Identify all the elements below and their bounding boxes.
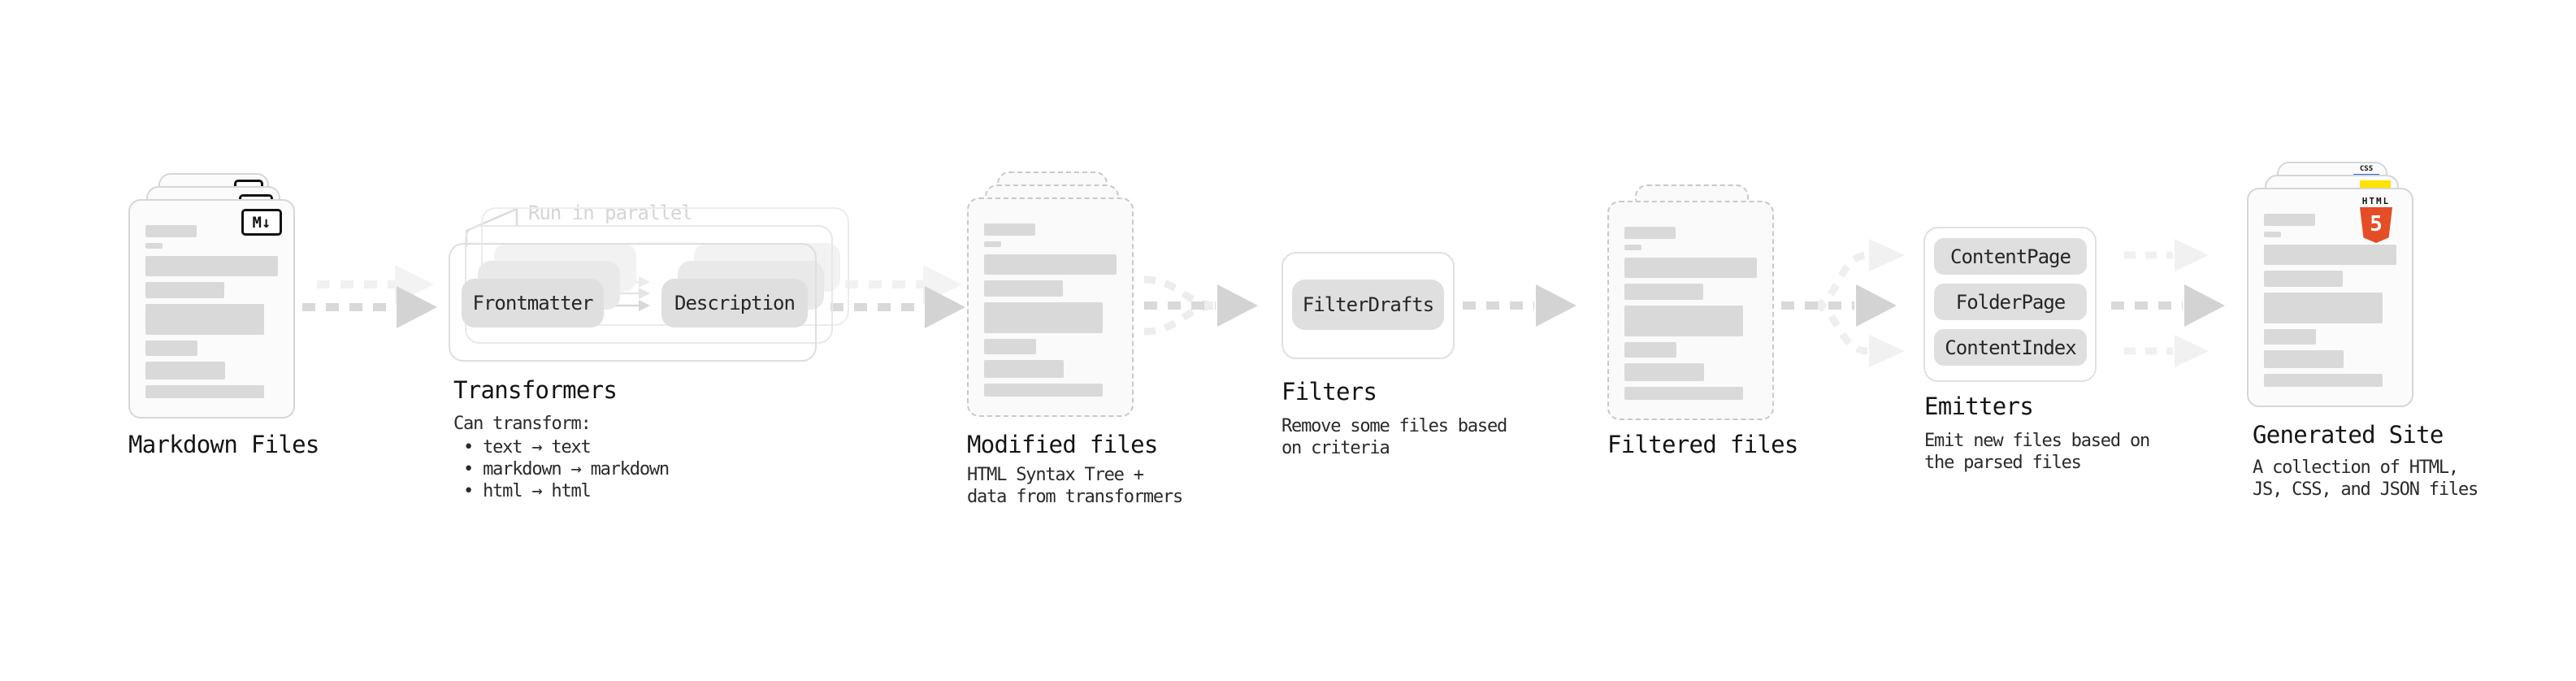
emitter-pill-contentpage: ContentPage — [1934, 238, 2087, 275]
flow-arrow-filters-to-filtered — [1463, 284, 1576, 327]
text-placeholder-lines — [1624, 227, 1761, 406]
stage-title-filtered-files: Filtered files — [1607, 431, 1798, 458]
filtered-files-stack — [1607, 184, 1806, 422]
html5-icon-shield: 5 — [2360, 207, 2392, 243]
stage-desc-emitters: Emit new files based on the parsed files — [1924, 431, 2150, 473]
generated-site-stack: CSS HTML 5 — [2247, 162, 2446, 410]
transformer-pill-frontmatter: Frontmatter — [462, 279, 604, 327]
transform-capabilities-list: text → text markdown → markdown html → h… — [455, 436, 670, 502]
html-file-card: HTML 5 — [2247, 188, 2413, 407]
stage-desc-modified-files: HTML Syntax Tree + data from transformer… — [967, 465, 1183, 507]
stage-title-filters: Filters — [1281, 378, 1377, 406]
html5-icon: HTML 5 — [2353, 196, 2399, 243]
stage-title-transformers: Transformers — [453, 376, 618, 404]
transformer-pill-description: Description — [661, 279, 808, 327]
run-in-parallel-annotation: Run in parallel — [528, 202, 693, 224]
emitter-pill-folderpage: FolderPage — [1934, 284, 2087, 320]
list-item: markdown → markdown — [455, 458, 670, 480]
flow-arrow-transformers-to-modified — [830, 265, 965, 328]
text-placeholder-lines — [145, 225, 282, 404]
stage-title-modified-files: Modified files — [967, 431, 1158, 458]
stage-desc-filters: Remove some files based on criteria — [1281, 416, 1507, 458]
stage-title-markdown-files: Markdown Files — [128, 431, 319, 458]
text-placeholder-lines — [2264, 214, 2400, 393]
text-placeholder-lines — [984, 223, 1121, 402]
stage-title-emitters: Emitters — [1924, 393, 2034, 420]
filter-pill-filterdrafts: FilterDrafts — [1292, 280, 1444, 330]
list-item: text → text — [455, 436, 669, 458]
modified-file-card-front — [967, 197, 1134, 417]
emitter-pill-contentindex: ContentIndex — [1934, 329, 2087, 366]
stage-desc-transformers: Can transform: — [453, 414, 592, 434]
markdown-file-card-front: M↓ — [128, 199, 295, 419]
list-item: html → html — [455, 480, 669, 502]
markdown-files-stack: M↓ M↓ M↓ — [128, 173, 327, 421]
modified-files-stack — [967, 171, 1166, 419]
css-icon-label: CSS — [2359, 165, 2374, 173]
transformer-group-front — [449, 243, 817, 362]
html5-icon-label: HTML — [2361, 196, 2391, 206]
stage-title-generated-site: Generated Site — [2253, 421, 2444, 449]
markdown-icon: M↓ — [241, 209, 282, 236]
parallel-arrows-emitters-to-site — [2111, 239, 2225, 367]
filtered-file-card-front — [1607, 201, 1774, 420]
stage-desc-generated-site: A collection of HTML, JS, CSS, and JSON … — [2253, 458, 2478, 500]
